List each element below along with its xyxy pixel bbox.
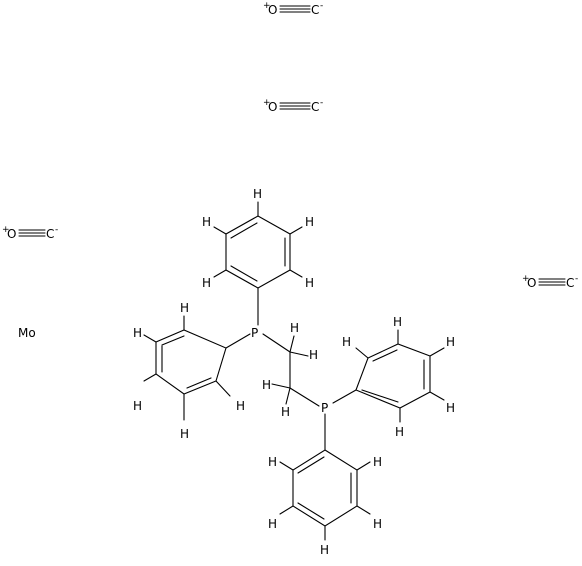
ch-bond bbox=[356, 505, 371, 515]
carbon-charge: - bbox=[55, 225, 58, 235]
p-ch2-bond bbox=[262, 333, 291, 353]
p-phenyl-bond bbox=[225, 333, 251, 349]
hydrogen-atom: H bbox=[202, 215, 211, 229]
ch-bond bbox=[143, 373, 157, 382]
ch2-p-bond bbox=[289, 387, 320, 407]
aromatic-double-bond bbox=[161, 335, 185, 346]
phenyl-ring-a: H H H H H bbox=[202, 187, 314, 290]
phenyl-ring-c: H H H H H bbox=[342, 315, 455, 439]
ch-bond bbox=[271, 383, 291, 389]
aromatic-double-bond bbox=[297, 502, 325, 520]
carbon-charge: - bbox=[320, 1, 323, 11]
carbonyl-ligand-2: + O C - bbox=[263, 98, 323, 114]
ch-bond bbox=[213, 226, 227, 235]
ring-outline bbox=[225, 215, 291, 289]
hydrogen-atom: H bbox=[305, 215, 314, 229]
aromatic-double-bond bbox=[297, 456, 325, 474]
phosphorus-atom-2: P bbox=[321, 401, 328, 415]
aromatic-double-bond bbox=[372, 349, 398, 362]
hydrogen-atom: H bbox=[262, 378, 271, 392]
aromatic-double-bond bbox=[361, 389, 399, 403]
hydrogen-atom: H bbox=[253, 187, 262, 201]
ring-outline bbox=[292, 449, 358, 527]
hydrogen-atom: H bbox=[281, 405, 290, 419]
ch-bond bbox=[285, 387, 291, 405]
ch-bond bbox=[213, 269, 227, 278]
hydrogen-atom: H bbox=[236, 399, 245, 413]
ch-bond bbox=[143, 334, 157, 343]
ch-bond bbox=[289, 351, 309, 357]
hydrogen-atom: H bbox=[133, 399, 142, 413]
carbonyl-oxygen: O bbox=[268, 100, 277, 114]
hydrogen-atom: H bbox=[180, 427, 189, 441]
p-phenyl-bond bbox=[332, 389, 357, 404]
ch-bond bbox=[429, 391, 445, 401]
ch-bond bbox=[289, 335, 295, 353]
carbon-charge: - bbox=[575, 274, 578, 284]
ch-bond bbox=[215, 380, 231, 397]
hydrogen-atom: H bbox=[309, 348, 318, 362]
ch-bond bbox=[279, 461, 294, 471]
ch-bond bbox=[429, 347, 445, 357]
ch-bond bbox=[355, 347, 369, 359]
phenyl-ring-b: H H H H H bbox=[133, 301, 245, 441]
hydrogen-atom: H bbox=[373, 517, 382, 531]
carbonyl-ligand-4: + O C - bbox=[522, 274, 578, 290]
hydrogen-atom: H bbox=[320, 543, 329, 557]
hydrogen-atom: H bbox=[268, 517, 277, 531]
carbon-charge: - bbox=[320, 98, 323, 108]
ring-outline bbox=[355, 343, 431, 409]
carbonyl-carbon: C bbox=[311, 100, 319, 114]
oxygen-charge: + bbox=[263, 1, 271, 11]
hydrogen-atom: H bbox=[446, 401, 455, 415]
hydrogen-atom: H bbox=[202, 276, 211, 290]
oxygen-charge: + bbox=[2, 225, 10, 235]
ch-bond bbox=[356, 461, 371, 471]
hydrogen-atom: H bbox=[373, 455, 382, 469]
oxygen-charge: + bbox=[263, 98, 271, 108]
ring-outline bbox=[155, 329, 227, 395]
hydrogen-atom: H bbox=[446, 335, 455, 349]
phosphorus-atom-1: P bbox=[251, 326, 258, 340]
hydrogen-atom: H bbox=[393, 315, 402, 329]
hydrogen-atom: H bbox=[180, 301, 189, 315]
hydrogen-atom: H bbox=[342, 335, 351, 349]
carbonyl-ligand-3: + O C - bbox=[2, 225, 58, 241]
hydrogen-atom: H bbox=[133, 326, 142, 340]
hydrogen-atom: H bbox=[395, 425, 404, 439]
carbonyl-ligand-1: + O C - bbox=[263, 1, 323, 17]
carbonyl-carbon: C bbox=[46, 227, 54, 241]
molybdenum-atom: Mo bbox=[18, 326, 36, 340]
carbonyl-oxygen: O bbox=[7, 227, 16, 241]
phenyl-ring-d: H H H H H bbox=[268, 449, 382, 557]
ch-bond bbox=[289, 269, 303, 278]
carbonyl-oxygen: O bbox=[268, 3, 277, 17]
oxygen-charge: + bbox=[522, 274, 530, 284]
carbonyl-oxygen: O bbox=[527, 276, 536, 290]
aromatic-double-bond bbox=[230, 265, 258, 282]
carbonyl-carbon: C bbox=[311, 3, 319, 17]
ch-bond bbox=[279, 505, 294, 515]
hydrogen-atom: H bbox=[305, 276, 314, 290]
ethylene-backbone: H H H H bbox=[262, 321, 320, 419]
hydrogen-atom: H bbox=[290, 321, 299, 335]
hydrogen-atom: H bbox=[268, 455, 277, 469]
aromatic-double-bond bbox=[186, 377, 212, 389]
ch-bond bbox=[289, 226, 303, 235]
carbonyl-carbon: C bbox=[566, 276, 574, 290]
aromatic-double-bond bbox=[230, 222, 258, 239]
